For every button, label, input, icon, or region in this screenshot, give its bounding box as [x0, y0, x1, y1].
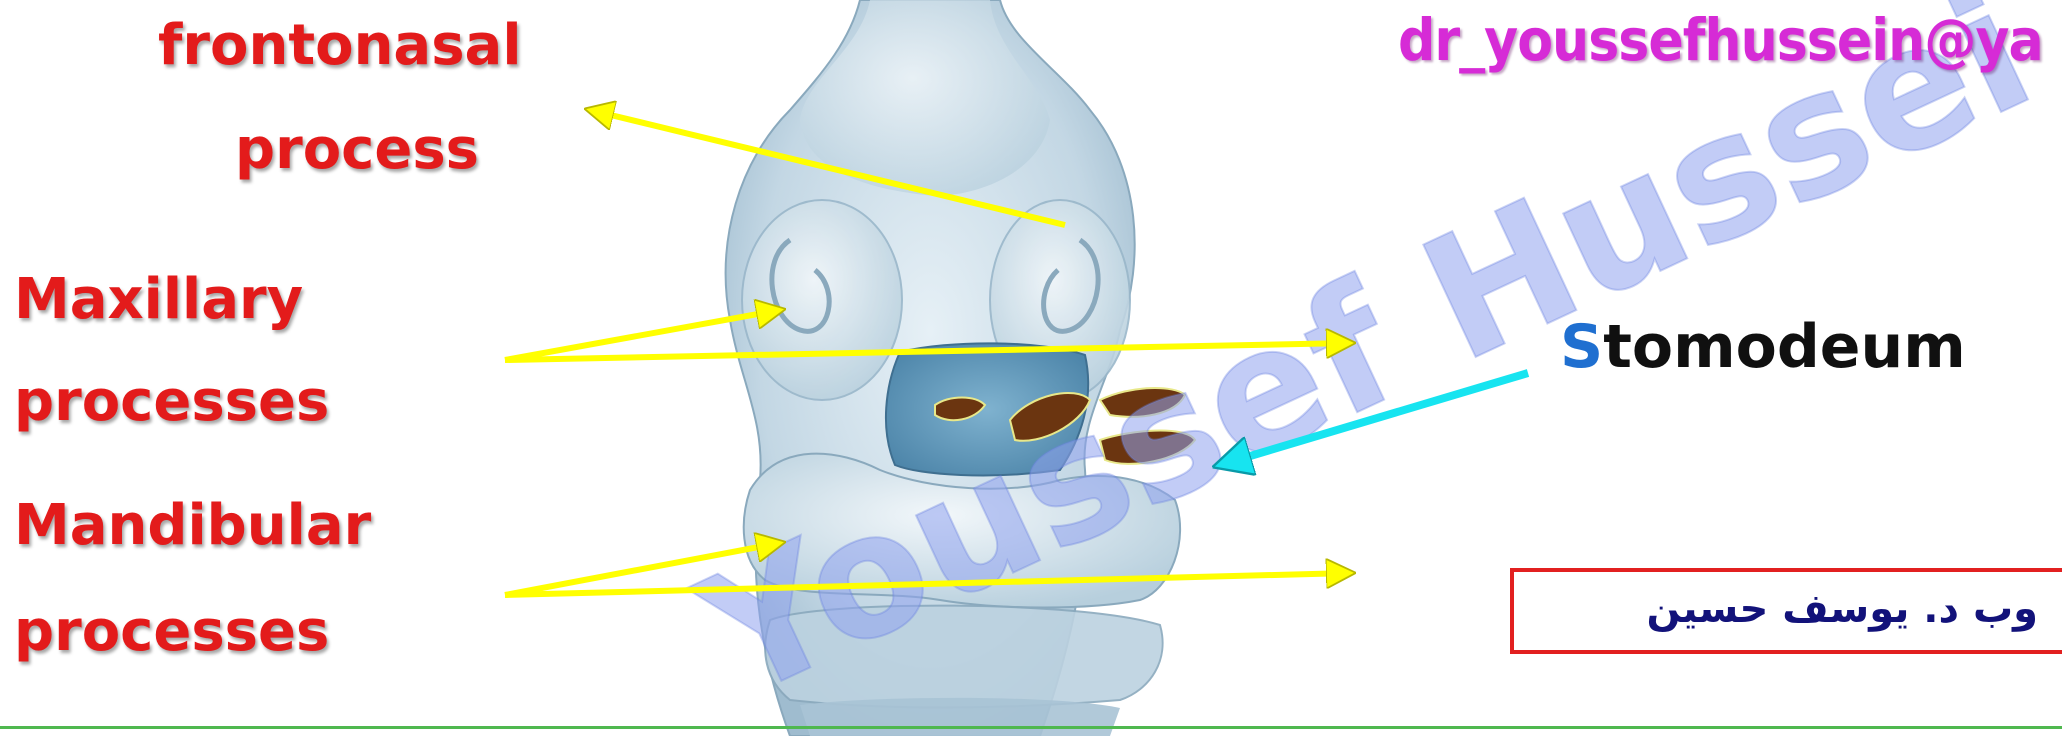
stomodeum-rest: tomodeum [1603, 312, 1966, 382]
frontonasal-label-line2: process [235, 122, 479, 178]
frontonasal-label-line1: frontonasal [158, 18, 522, 74]
stomodeum-initial: S [1560, 312, 1603, 382]
footer-credit-text: وب د. يوسف حسين [1647, 586, 2038, 632]
mandibular-label-line2: processes [14, 604, 329, 660]
email-header: dr_youssefhussein@ya [1398, 6, 2043, 74]
maxillary-label-line2: processes [14, 374, 329, 430]
footer-credit-box: وب د. يوسف حسين [1510, 568, 2062, 654]
mandibular-label-line1: Mandibular [14, 498, 371, 554]
stomodeum-label: Stomodeum [1560, 312, 1966, 382]
maxillary-label-line1: Maxillary [14, 272, 303, 328]
bottom-divider [0, 726, 2062, 729]
